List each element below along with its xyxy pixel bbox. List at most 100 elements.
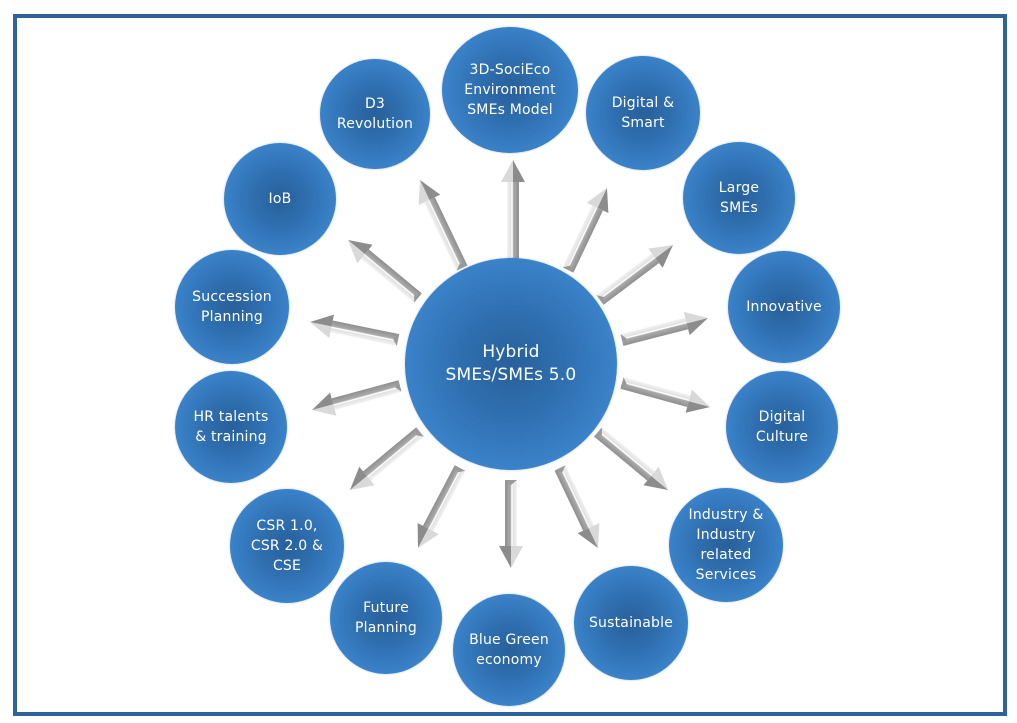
arrow-head-shadow (310, 314, 334, 327)
arrow-to-iob (348, 239, 422, 303)
arrow-highlight (363, 254, 417, 298)
arrow-head (418, 180, 430, 206)
arrow-shaft (331, 380, 402, 410)
node-bubble-future-planning: Future Planning (330, 562, 442, 674)
arrow-head-shadow (417, 522, 429, 549)
node-bubble-succession-planning: Succession Planning (175, 250, 289, 364)
node-label: Large SMEs (718, 180, 760, 216)
arrow-to-3d-socieco (501, 160, 525, 270)
arrow-head (311, 404, 337, 416)
arrow-head-shadow (597, 188, 609, 214)
arrow-head-shadow (686, 318, 708, 336)
node-bubble-sustainable: Sustainable (574, 566, 688, 680)
arrow-head-shadow (685, 401, 711, 413)
arrow-tail (414, 293, 422, 303)
arrow-head (651, 466, 669, 491)
arrow-head (310, 321, 332, 339)
arrow-to-digital-smart (562, 188, 609, 273)
arrow-shaft (424, 197, 468, 271)
node-bubble-blue-green: Blue Green economy (453, 594, 565, 706)
arrow-head (648, 245, 673, 259)
node-label: Succession Planning (192, 289, 272, 325)
arrow-highlight (331, 326, 396, 342)
arrow-shaft (505, 480, 517, 546)
arrow-head (588, 522, 600, 549)
arrow-head (683, 311, 708, 324)
arrow-highlight (428, 200, 461, 267)
arrow-head-shadow (350, 466, 367, 491)
node-label: CSR 1.0, CSR 2.0 & CSE (250, 518, 324, 574)
arrow-to-succession-planning (310, 314, 400, 346)
arrow-head (350, 475, 375, 491)
arrow-to-csr (350, 427, 424, 491)
arrow-shaft (620, 377, 691, 407)
node-bubble-large-smes: Large SMEs (683, 142, 795, 254)
arrow-to-blue-green (499, 480, 523, 568)
arrow-tail (416, 427, 424, 437)
hub-label: Hybrid SMEs/SMEs 5.0 (445, 342, 577, 385)
arrow-head-shadow (643, 475, 669, 491)
node-bubble-3d-socieco: 3D-SociEco Environment SMEs Model (442, 27, 578, 153)
arrow-shaft (620, 317, 689, 346)
node-label: Digital & Smart (611, 95, 675, 131)
node-label: Innovative (746, 299, 822, 315)
arrow-highlight (624, 381, 690, 401)
node-bubble-d3-revolution: D3 Revolution (320, 59, 430, 169)
node-bubble-digital-smart: Digital & Smart (586, 56, 700, 170)
arrow-head-shadow (499, 546, 511, 568)
arrow-highlight (567, 207, 598, 269)
arrow-tail (594, 427, 602, 437)
arrow-head-shadow (311, 392, 334, 410)
arrow-to-large-smes (596, 245, 673, 305)
arrow-tail (562, 265, 574, 273)
arrow-to-innovative (620, 311, 708, 346)
arrow-tail (456, 263, 468, 271)
arrow-shaft (422, 465, 466, 532)
arrow-head-shadow (577, 528, 598, 549)
arrow-to-industry (594, 427, 669, 491)
node-bubble-hr-talents: HR talents & training (175, 371, 287, 483)
node-label: 3D-SociEco Environment SMEs Model (464, 62, 556, 118)
arrow-head (586, 188, 608, 208)
arrow-head-shadow (420, 180, 441, 200)
arrow-shaft (554, 465, 594, 531)
arrow-tail (620, 334, 627, 346)
arrow-head-shadow (655, 245, 673, 268)
arrow-tail (393, 334, 400, 346)
node-bubble-innovative: Innovative (728, 251, 840, 363)
arrow-shaft (330, 320, 400, 346)
arrow-highlight (623, 321, 687, 340)
arrow-highlight (367, 433, 420, 478)
arrow-tail (620, 377, 627, 389)
node-label: IoB (268, 191, 292, 207)
arrow-highlight (599, 432, 653, 476)
arrow-highlight (600, 256, 656, 299)
arrow-highlight (428, 469, 461, 530)
arrow-head-shadow (513, 160, 525, 182)
arrow-to-hr-talents (311, 380, 402, 416)
node-label: D3 Revolution (336, 96, 414, 132)
arrow-shaft (507, 182, 519, 270)
arrow-tail (454, 465, 466, 473)
arrow-tail (395, 380, 402, 392)
node-bubble-iob: IoB (224, 143, 336, 255)
arrow-head (501, 160, 513, 182)
arrow-to-future-planning (417, 465, 466, 549)
arrow-head (348, 239, 365, 264)
node-label: Digital Culture (755, 409, 809, 445)
arrow-tail (554, 465, 566, 473)
node-label: Sustainable (588, 615, 674, 631)
arrow-to-d3-revolution (418, 180, 468, 271)
node-label: Industry & Industry related Services (688, 507, 764, 583)
node-bubble-digital-culture: Digital Culture (726, 371, 838, 483)
arrow-highlight (333, 386, 399, 406)
arrow-head-shadow (348, 239, 373, 255)
hub-bubble: Hybrid SMEs/SMEs 5.0 (405, 258, 617, 470)
arrow-to-sustainable (554, 465, 600, 549)
node-bubble-industry: Industry & Industry related Services (669, 488, 783, 602)
arrow-head (418, 528, 439, 549)
arrow-head (511, 546, 523, 568)
node-label: HR talents & training (193, 409, 269, 445)
arrow-highlight (561, 469, 591, 528)
